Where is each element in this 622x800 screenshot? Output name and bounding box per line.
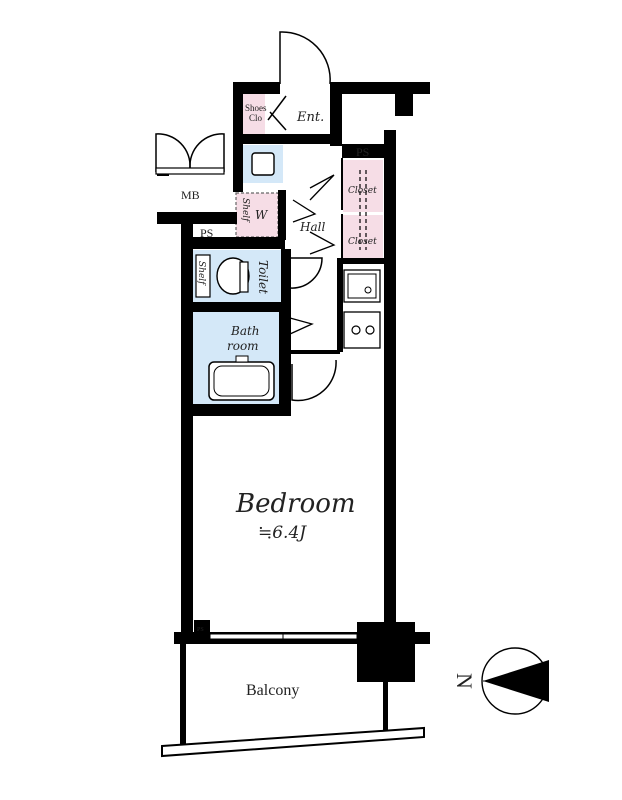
- shelf-toilet-label: Shelf: [196, 261, 206, 286]
- kitchen-sink-icon: [343, 269, 381, 303]
- balcony-rail: [161, 726, 425, 758]
- toilet-label: Toilet: [256, 260, 270, 294]
- bathtub-icon: [208, 355, 275, 401]
- ps-top-label: PS: [356, 145, 369, 159]
- bedroom-size-label: ≒6.4J: [258, 523, 307, 543]
- shoes-closet-label-1: Shoes: [245, 103, 267, 113]
- entrance-label: Ent.: [296, 110, 324, 125]
- closet-upper-area: [343, 160, 383, 212]
- walls: [157, 82, 430, 748]
- stove-icon: [343, 311, 381, 349]
- shoes-closet-area: [243, 92, 265, 134]
- closet-upper-label: Closet: [348, 186, 377, 196]
- door-swing-icon: [155, 31, 337, 402]
- bathroom-label-2: room: [227, 339, 259, 353]
- sink-icon: [251, 152, 275, 176]
- w-label: W: [255, 208, 269, 222]
- hall-doors: [289, 174, 336, 335]
- mb-label: MB: [181, 188, 200, 202]
- ps-left-label: PS: [200, 226, 213, 240]
- bathroom-label-1: Bath: [230, 324, 260, 338]
- shoes-closet-label-2: Clo: [249, 113, 263, 123]
- bedroom-label: Bedroom: [235, 489, 356, 519]
- w-closet-area: [235, 192, 279, 238]
- shelf-w-label: Shelf: [240, 198, 250, 223]
- ps-small-label: PS: [197, 627, 204, 633]
- north-label: N: [452, 673, 477, 689]
- balcony-label: Balcony: [246, 682, 299, 699]
- closet-lower-label: Closet: [348, 237, 377, 247]
- toilet-icon: [195, 254, 250, 298]
- closet-lower-area: [343, 215, 383, 259]
- compass-icon: [481, 647, 549, 715]
- hall-label: Hall: [299, 220, 325, 234]
